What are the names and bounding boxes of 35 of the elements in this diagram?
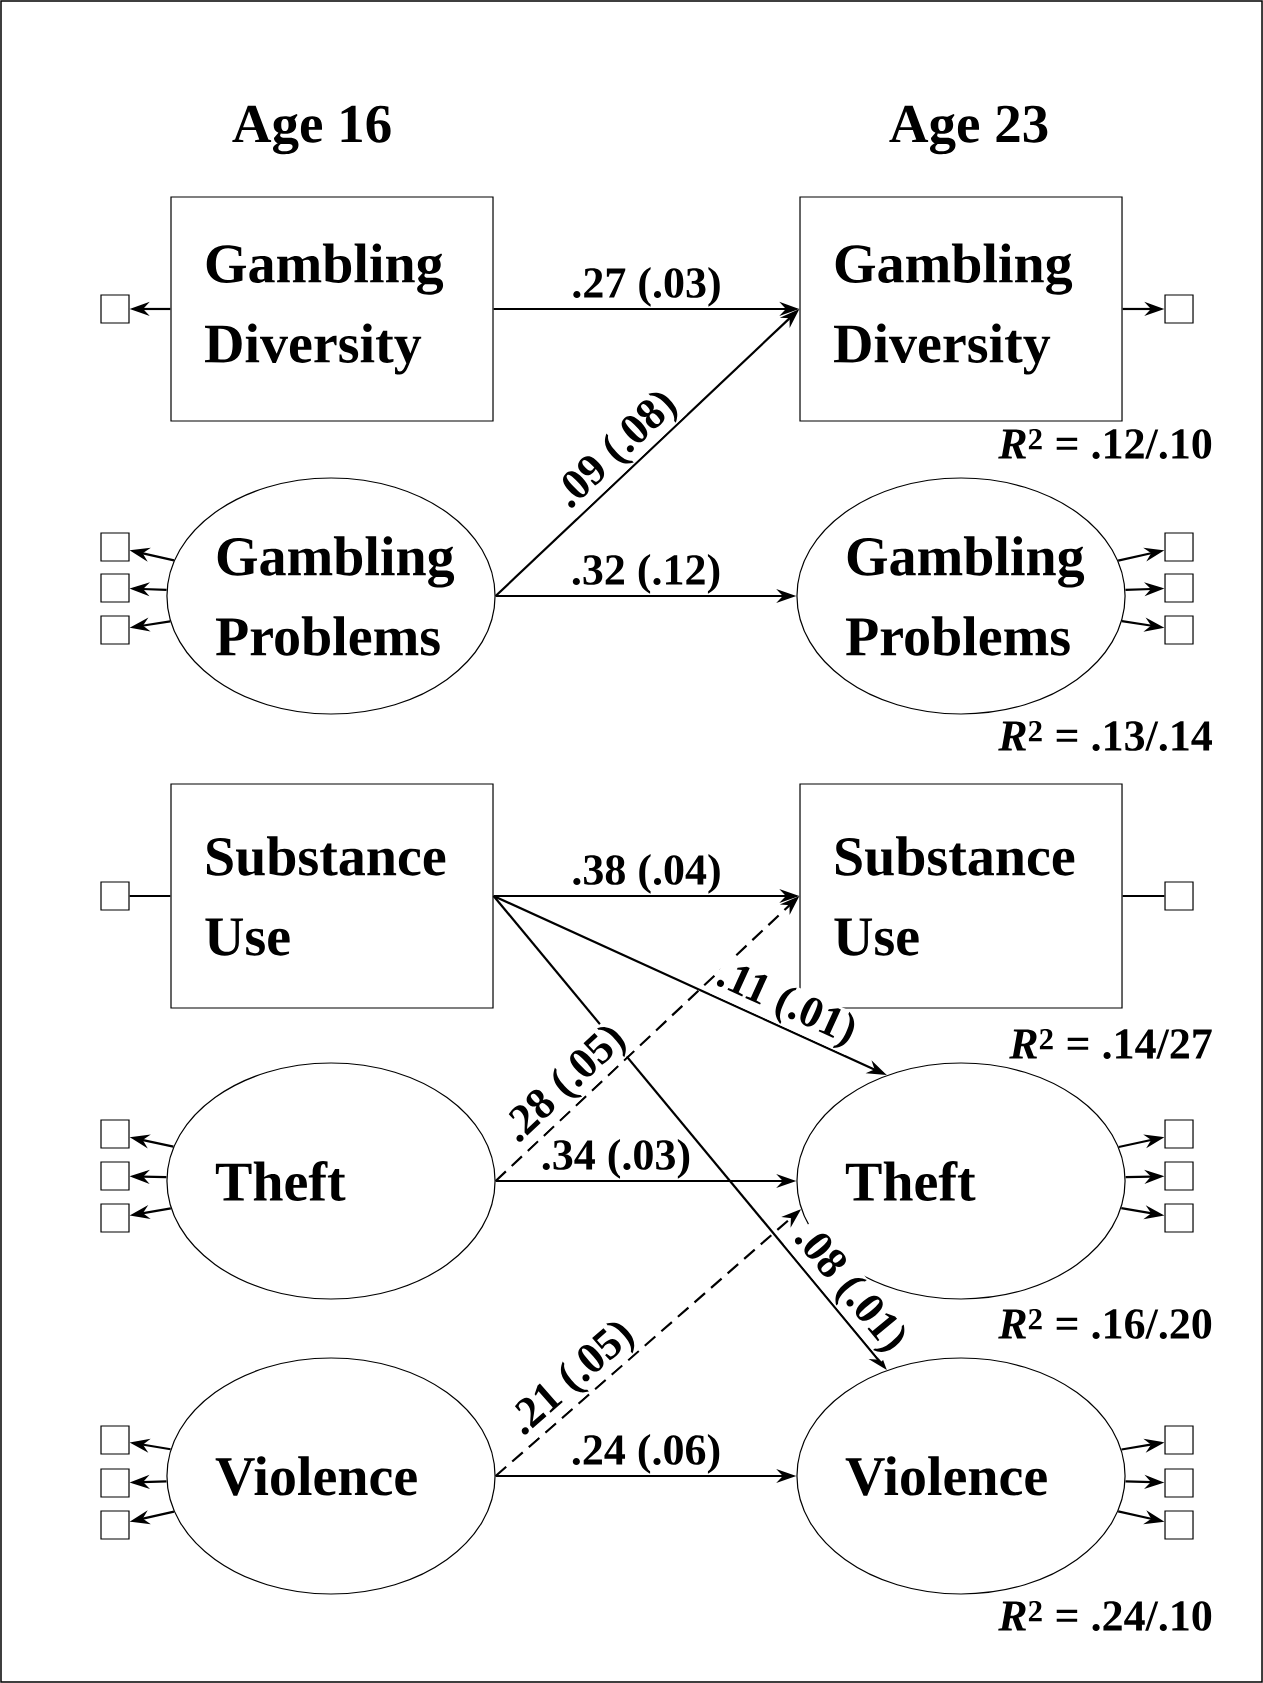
indicator-box xyxy=(1164,573,1194,603)
indicator-box xyxy=(1164,1119,1194,1149)
indicator-box xyxy=(1164,1425,1194,1455)
r-squared-label: R$^{2}$ = .13/.14 xyxy=(998,720,1212,751)
indicator-box xyxy=(1164,615,1194,645)
indicator-box xyxy=(1164,1161,1194,1191)
indicator-box xyxy=(1164,532,1194,562)
indicator-box xyxy=(100,1510,130,1540)
indicator-box xyxy=(1164,881,1194,911)
indicator-box xyxy=(100,1119,130,1149)
indicator-box xyxy=(1164,294,1194,324)
indicator-box xyxy=(100,573,130,603)
edge-label: .08 (.01) xyxy=(784,1217,914,1362)
indicator-box xyxy=(100,615,130,645)
variable-box: Gambling Diversity xyxy=(799,196,1123,422)
r-squared-label: R$^{2}$ = .24/.10 xyxy=(998,1601,1212,1632)
indicator-box xyxy=(1164,1468,1194,1498)
edge-label: .38 (.04) xyxy=(570,852,723,895)
r-squared-label: R$^{2}$ = .12/.10 xyxy=(998,428,1212,459)
indicator-box xyxy=(100,1468,130,1498)
indicator-box xyxy=(100,1425,130,1455)
variable-box: Gambling Diversity xyxy=(170,196,494,422)
edge-label: .27 (.03) xyxy=(570,265,723,308)
r-squared-label: R$^{2}$ = .14/27 xyxy=(1009,1028,1212,1059)
indicator-box xyxy=(100,1203,130,1233)
variable-box: Substance Use xyxy=(170,783,494,1009)
indicator-box xyxy=(100,294,130,324)
edge-label: .09 (.08) xyxy=(547,383,687,519)
edge-label: .32 (.12) xyxy=(569,552,723,595)
indicator-box xyxy=(100,881,130,911)
indicator-box xyxy=(100,532,130,562)
indicator-box xyxy=(100,1161,130,1191)
indicator-box xyxy=(1164,1203,1194,1233)
indicator-box xyxy=(1164,1510,1194,1540)
r-squared-label: R$^{2}$ = .16/.20 xyxy=(998,1309,1212,1339)
